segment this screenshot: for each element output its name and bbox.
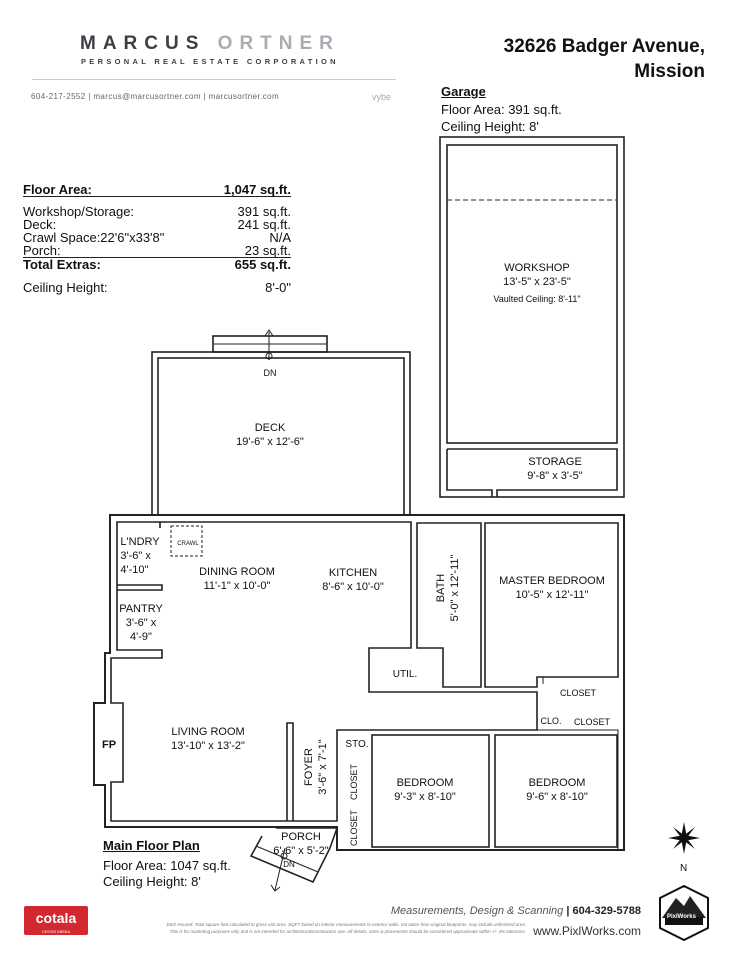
storage-closet-label: STO.: [345, 739, 369, 750]
website-link[interactable]: www.PixlWorks.com: [533, 924, 641, 938]
main-floor-area: Floor Area: 1047 sq.ft.: [103, 858, 231, 873]
bedroom-1-wall: [371, 734, 490, 848]
extra-value: N/A: [269, 230, 291, 245]
total-extras-value: 655 sq.ft.: [234, 257, 291, 272]
contact-info: 604-217-2552 | marcus@marcusortner.com |…: [31, 92, 280, 101]
area-summary-table: Floor Area: 1,047 sq.ft. Workshop/Storage…: [23, 183, 291, 294]
crawl-hatch: [170, 525, 203, 557]
bath-wall: [416, 522, 482, 688]
storage-wall: [446, 448, 618, 497]
floor-area-value: 1,047 sq.ft.: [223, 182, 291, 197]
brand-logo: MARCUS ORTNER: [80, 33, 340, 54]
garage-floor-area: Floor Area: 391 sq.ft.: [441, 102, 562, 117]
closet-label: CLOSET: [573, 717, 611, 727]
brand-tagline: PERSONAL REAL ESTATE CORPORATION: [81, 57, 339, 66]
garage-title: Garage: [441, 84, 486, 99]
foyer-stub-wall: [286, 722, 294, 821]
vybe-logo: vybe: [372, 92, 392, 102]
workshop-wall: [446, 144, 618, 444]
porch-outline: [249, 827, 339, 884]
living-area-inner-wall: [110, 521, 538, 822]
header-divider: [32, 79, 396, 80]
laundry-pantry-wall: [117, 584, 163, 591]
master-bedroom-wall: [484, 522, 619, 688]
main-floor-ceiling: Ceiling Height: 8': [103, 874, 201, 889]
closet-label: CLOSET: [349, 809, 359, 847]
total-extras-label: Total Extras:: [23, 257, 101, 272]
extra-value: 391 sq.ft.: [237, 204, 291, 219]
garage-outer-wall: [439, 136, 625, 498]
crawl-label: CRAWL: [177, 541, 199, 547]
extra-label: Porch:: [23, 243, 61, 258]
util-label: UTIL.: [392, 669, 418, 680]
bedroom-2-wall: [494, 734, 618, 848]
extra-value: 241 sq.ft.: [237, 217, 291, 232]
extra-label: Crawl Space:22'6"x33'8": [23, 230, 165, 245]
floor-area-label: Floor Area:: [23, 182, 92, 197]
clo-label: CLO.: [540, 716, 562, 726]
compass-icon: [668, 822, 700, 854]
ceiling-height-label: Ceiling Height:: [23, 280, 108, 295]
compass-north-label: N: [680, 863, 688, 874]
property-address: 32626 Badger Avenue,Mission: [503, 36, 705, 82]
closet-label: CLOSET: [349, 763, 359, 801]
disclaimer-line-1: E&O Insured. Total square foot calculate…: [166, 922, 526, 927]
ceiling-height-value: 8'-0": [265, 280, 291, 295]
pixlworks-label: PixlWorks: [667, 914, 696, 920]
closet-label: CLOSET: [559, 688, 597, 698]
garage-ceiling-height: Ceiling Height: 8': [441, 119, 539, 134]
fireplace-label: FP: [101, 739, 117, 751]
main-floor-title: Main Floor Plan: [103, 838, 200, 853]
extra-label: Workshop/Storage:: [23, 204, 135, 219]
disclaimer-line-2: This is for marketing purposes only and …: [169, 929, 526, 934]
pixlworks-logo: [659, 884, 709, 942]
deck-dn-label: DN: [263, 368, 277, 378]
porch-dn-label: DN: [283, 860, 295, 869]
extra-label: Deck:: [23, 217, 57, 232]
house-outer-wall: [93, 514, 625, 851]
footer-credit: Measurements, Design & Scanning | 604-32…: [390, 905, 641, 917]
extra-value: 23 sq.ft.: [244, 243, 291, 258]
